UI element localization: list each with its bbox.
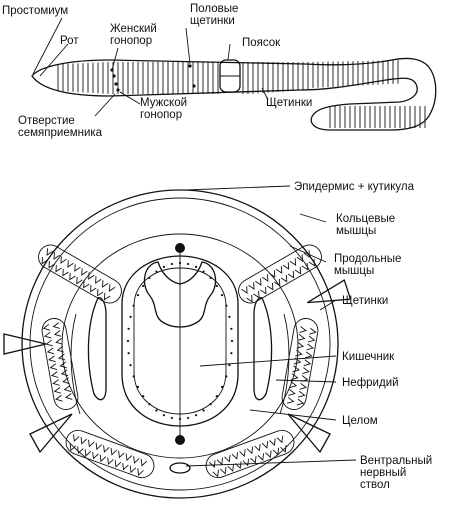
typhlosole [143, 261, 217, 328]
intestine-wall [121, 255, 239, 427]
ventral-vessel [175, 435, 185, 445]
nephridium-left [87, 297, 107, 401]
dorsal-vessel [175, 243, 185, 253]
label-nephridium: Нефридий [342, 377, 399, 389]
label-setae-top: Щетинки [266, 97, 312, 109]
right-leaders [185, 185, 357, 467]
label-coelom: Целом [342, 415, 378, 427]
cross-section [3, 189, 352, 499]
circular-muscle-ring [29, 197, 331, 491]
ventral-nerve-cord [169, 462, 191, 474]
label-prostomium: Простомиум [2, 5, 68, 17]
top-leaders [32, 17, 269, 117]
label-mouth: Рот [60, 35, 79, 47]
label-intestine: Кишечник [342, 351, 395, 363]
worm-exterior [31, 57, 437, 131]
nephridium-right [253, 297, 273, 401]
label-epidermis: Эпидермис + кутикула [294, 181, 415, 193]
epidermis-ring [21, 189, 339, 499]
label-clitellum: Поясок [242, 37, 281, 49]
coelom-boundary [61, 233, 299, 459]
setae [3, 279, 352, 454]
label-setae: Щетинки [342, 295, 388, 307]
